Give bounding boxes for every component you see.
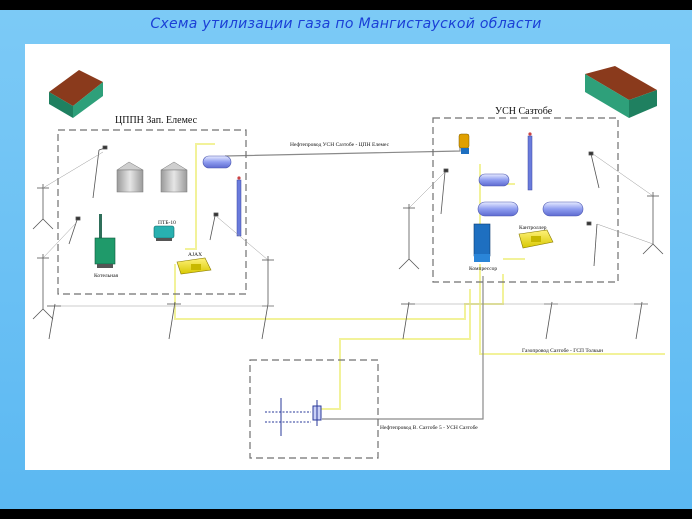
oil-pipeline-bottom-label: Нефтепровод В. Сазтобе 5 - УСН Сазтобе — [380, 424, 478, 431]
power-pole-icon — [634, 301, 648, 340]
ptb-heater-label: ПТБ-10 — [158, 220, 176, 226]
ptb-heater-icon — [153, 225, 175, 241]
power-pole-icon — [32, 254, 54, 320]
separator-tank-left-icon — [202, 155, 232, 169]
power-pole-icon — [261, 256, 274, 340]
house-right-icon — [585, 66, 657, 118]
right-site-label: УСН Сазтобе — [495, 106, 553, 117]
separator-tank-right-3-icon — [542, 201, 584, 217]
gas-line-to-gsp — [479, 264, 665, 355]
condenser-unit-icon — [518, 229, 554, 249]
gas-pipeline-gsp-label: Газопровод Сазтобе - ГСП Толкын — [522, 347, 603, 354]
diagram-panel: ЦППН Зап. Елемес УСН Сазтобе Нефтепровод… — [25, 44, 670, 470]
power-pole-icon — [642, 192, 664, 255]
flare-stack-right-icon — [527, 132, 533, 191]
oil-line-bottom — [322, 276, 484, 420]
left-site-boundary — [57, 129, 247, 295]
boiler-house-label: Котельная — [94, 273, 119, 279]
flare-stack-left-icon — [236, 176, 242, 237]
silo-left-icon — [116, 161, 144, 193]
power-pole-icon — [47, 303, 61, 340]
silo-right-icon — [160, 161, 188, 193]
power-lines-right — [408, 153, 654, 305]
gas-line-left-vertical — [185, 143, 215, 250]
power-pole-icon — [544, 301, 558, 340]
boiler-house-icon — [94, 214, 116, 268]
lamp-post-icon — [209, 212, 219, 241]
ajax-compressor-left-icon — [176, 257, 212, 275]
power-poles-right — [398, 192, 664, 340]
power-lines-left — [42, 151, 274, 307]
lamp-post-icon — [586, 221, 598, 267]
lamp-post-icon — [68, 216, 81, 245]
lamp-post-icon — [92, 145, 108, 199]
oil-tank-pump-icon — [458, 133, 470, 154]
gas-lines — [174, 143, 665, 410]
ajax-left-label: AJAX — [188, 252, 202, 258]
wellhead-manifold-icon — [265, 398, 322, 436]
power-pole-icon — [398, 204, 420, 270]
gas-line-main — [174, 264, 504, 320]
gas-line-to-bottom — [317, 289, 471, 410]
bottom-site-boundary — [249, 359, 379, 459]
separator-tank-right-2-icon — [477, 201, 519, 217]
scheme-diagram: ЦППН Зап. Елемес УСН Сазтобе Нефтепровод… — [32, 66, 665, 459]
right-site-boundary — [432, 117, 619, 283]
left-site-label: ЦППН Зап. Елемес — [115, 115, 198, 126]
power-pole-icon — [32, 184, 54, 230]
lamp-post-icon — [588, 151, 600, 189]
compressor-unit-icon — [473, 223, 491, 262]
slide-title: Схема утилизации газа по Мангистауской о… — [150, 16, 542, 32]
lamp-post-icon — [440, 168, 449, 215]
condenser-label: Кантроллер — [519, 225, 547, 231]
site-boundaries — [57, 117, 619, 459]
lamp-posts-right — [440, 151, 600, 267]
power-pole-icon — [167, 301, 181, 340]
compressor-label: Компрессор — [469, 266, 497, 272]
power-pole-icon — [401, 301, 415, 340]
oil-pipeline-top-label: Нефтепровод УСН Сазтобе - ЦПН Елемес — [290, 141, 390, 148]
separator-tank-right-1-icon — [478, 173, 510, 187]
house-left-icon — [49, 70, 103, 118]
